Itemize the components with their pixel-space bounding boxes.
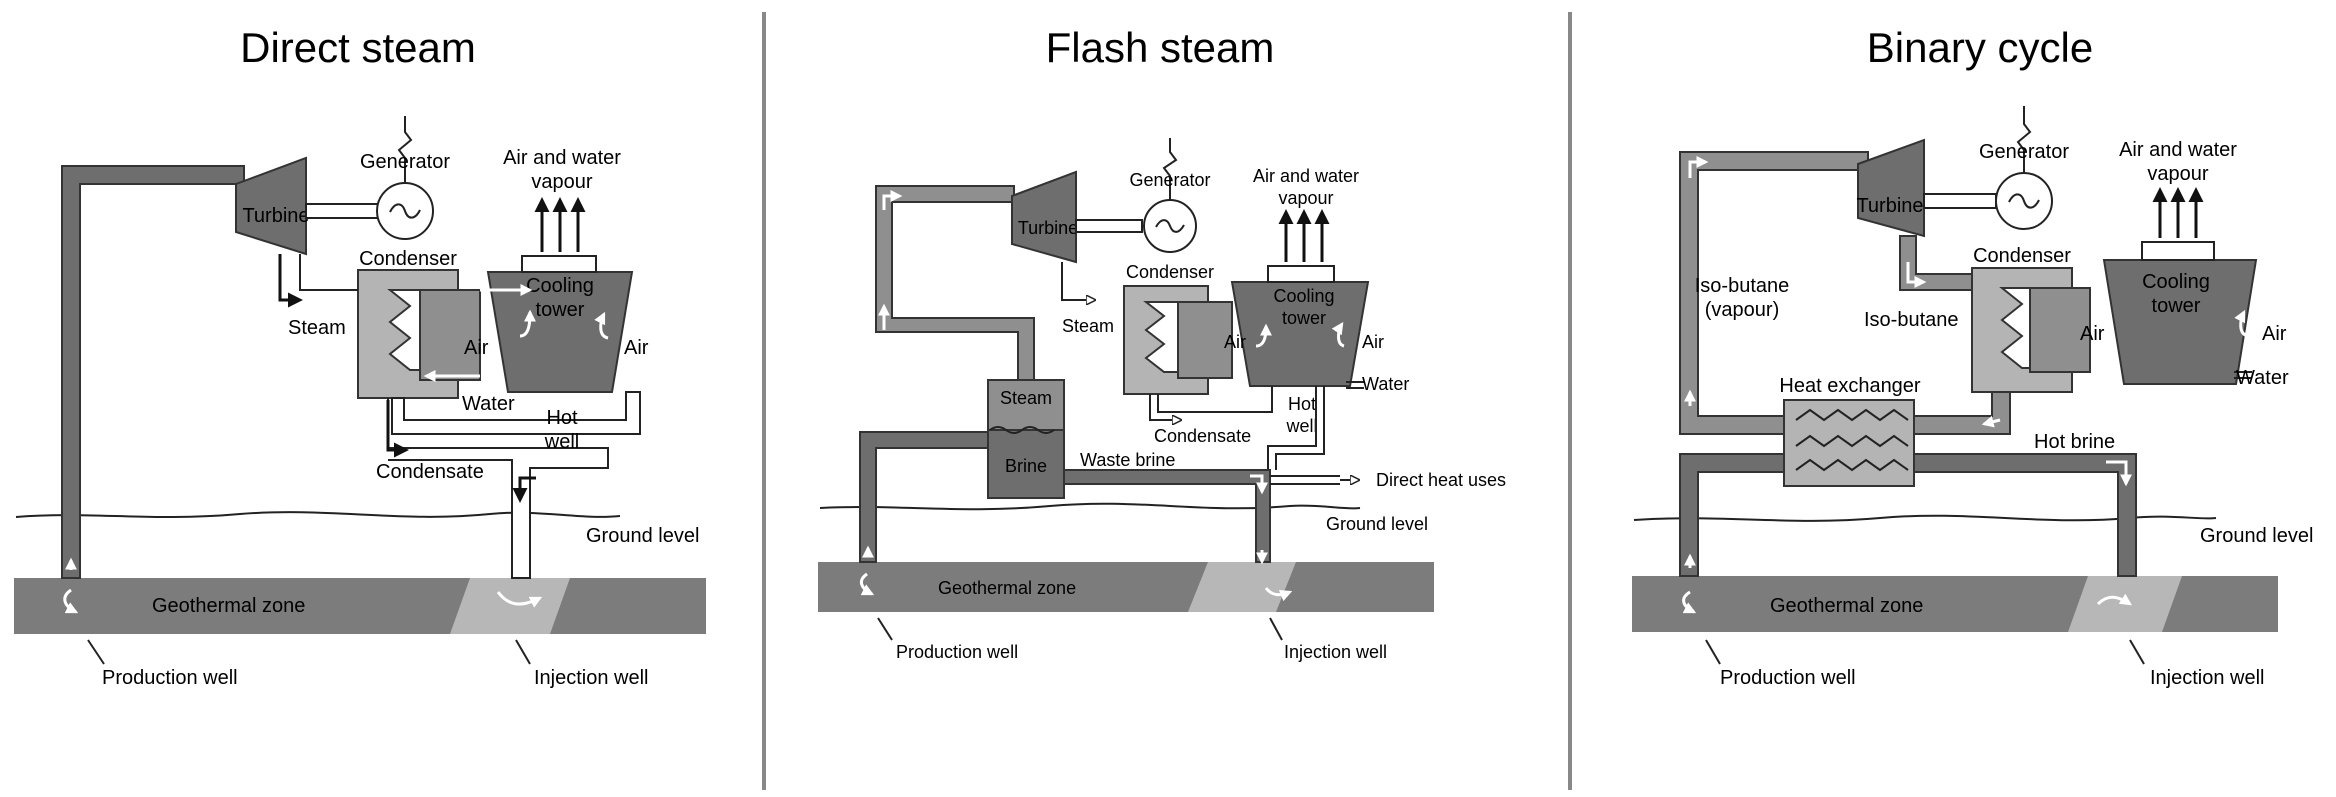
generator-label: Generator (360, 151, 450, 173)
turbine-label: Turbine (1856, 195, 1923, 217)
geothermal-zone (14, 578, 706, 634)
panel-flash-steam: Flash steam Geothermal zone Ground level… (818, 24, 1506, 662)
generator-label: Generator (1979, 141, 2069, 163)
turbine (235, 156, 307, 256)
water-label: Water (2236, 367, 2289, 389)
cooling-label-1: Cooling (1273, 286, 1334, 306)
turbine (1011, 170, 1077, 264)
production-label: Production well (102, 667, 238, 689)
steam-label: Steam (1062, 316, 1114, 336)
injection-label: Injection well (1284, 642, 1387, 662)
water-label: Water (462, 393, 515, 415)
condenser-label: Condenser (1973, 245, 2071, 267)
condenser-label: Condenser (1126, 262, 1214, 282)
zone-label: Geothermal zone (152, 595, 305, 617)
air-out-label: Air (1362, 332, 1384, 352)
air-in-label: Air (1224, 332, 1246, 352)
heat-exchanger-label: Heat exchanger (1779, 375, 1921, 397)
ground-line (1633, 514, 2217, 522)
ground-line (819, 502, 1361, 511)
air-in-label: Air (2080, 323, 2105, 345)
ground-label: Ground level (2200, 525, 2313, 547)
turbine-label: Turbine (1018, 218, 1078, 238)
air-vapour-label-1: Air and water (1253, 166, 1359, 186)
ground-label: Ground level (1326, 514, 1428, 534)
hot-well-label-2: well (544, 431, 579, 453)
air-out-label: Air (2262, 323, 2287, 345)
isobutane-vap-label-1: Iso-butane (1695, 275, 1790, 297)
geothermal-zone (1632, 576, 2278, 632)
brine-label: Brine (1005, 456, 1047, 476)
cooling-label-2: tower (1282, 308, 1326, 328)
panel-title: Flash steam (1046, 24, 1275, 71)
geothermal-zone (818, 562, 1434, 612)
injection-zone (2068, 576, 2182, 632)
zone-label: Geothermal zone (1770, 595, 1923, 617)
generator-label: Generator (1129, 170, 1210, 190)
injection-label: Injection well (534, 667, 649, 689)
isobutane-label: Iso-butane (1864, 309, 1959, 331)
condenser-label: Condenser (359, 248, 457, 270)
hot-well-pipe (391, 391, 641, 435)
air-vapour-label-2: vapour (531, 171, 592, 193)
air-vapour-label-1: Air and water (503, 147, 621, 169)
shaft (305, 203, 379, 219)
turbine (1857, 138, 1925, 238)
isobutane-vap-label-2: (vapour) (1705, 299, 1779, 321)
air-vapour-label-2: vapour (1278, 188, 1333, 208)
waste-brine-label: Waste brine (1080, 450, 1175, 470)
injection-zone (450, 578, 570, 634)
direct-heat-label: Direct heat uses (1376, 470, 1506, 490)
production-label: Production well (1720, 667, 1856, 689)
water-label: Water (1362, 374, 1409, 394)
ground-line (15, 511, 621, 519)
panel-direct-steam: Direct steam Geothermal zone Ground leve… (14, 24, 706, 689)
waste-brine-pipe (1063, 469, 1271, 563)
cooling-label-2: tower (536, 299, 585, 321)
cooling-label-1: Cooling (526, 275, 594, 297)
condensate-label: Condensate (1154, 426, 1251, 446)
panel-binary-cycle: Binary cycle Geothermal zone Ground leve… (1632, 24, 2313, 689)
tower-fan (521, 255, 597, 273)
cooling-label-2: tower (2152, 295, 2201, 317)
hot-well-label-2: well (1285, 416, 1317, 436)
zone-label: Geothermal zone (938, 578, 1076, 598)
steam-pipe (875, 185, 1035, 381)
injection-pipe (387, 398, 609, 579)
injection-zone (1188, 562, 1296, 612)
panel-title: Binary cycle (1867, 24, 2093, 71)
air-out-label: Air (624, 337, 649, 359)
hot-well-label-1: Hot (546, 407, 578, 429)
cooling-label-1: Cooling (2142, 271, 2210, 293)
ground-label: Ground level (586, 525, 699, 547)
turbine-label: Turbine (242, 205, 309, 227)
air-in-label: Air (464, 337, 489, 359)
air-vapour-label-2: vapour (2147, 163, 2208, 185)
steam-label: Steam (288, 317, 346, 339)
production-pipe (859, 431, 991, 563)
panel-title: Direct steam (240, 24, 476, 71)
injection-label: Injection well (2150, 667, 2265, 689)
air-vapour-label-1: Air and water (2119, 139, 2237, 161)
production-label: Production well (896, 642, 1018, 662)
steam-box-label: Steam (1000, 388, 1052, 408)
condensate-label: Condensate (376, 461, 484, 483)
hot-brine-label: Hot brine (2034, 431, 2115, 453)
hot-well-label-1: Hot (1288, 394, 1316, 414)
